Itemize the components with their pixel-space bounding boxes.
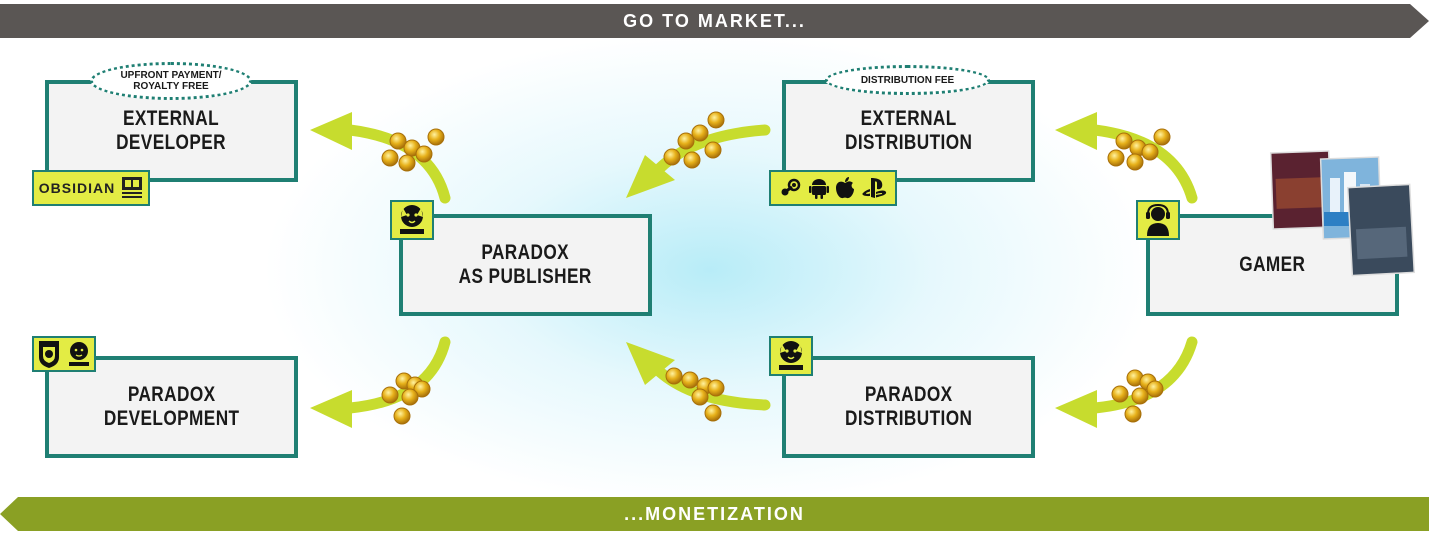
monetization-banner: ...MONETIZATION — [0, 497, 1429, 531]
paradox-development-label: PARADOX DEVELOPMENT — [103, 383, 240, 430]
arrow-gamer-to-paradox-distribution — [1055, 336, 1198, 428]
game-covers-collage — [1269, 150, 1416, 277]
distribution-fee-oval: DISTRIBUTION FEE — [825, 65, 990, 95]
monetization-label: ...MONETIZATION — [624, 503, 805, 524]
paradox-lion-badge-distribution — [769, 336, 813, 376]
gamer-label: GAMER — [1239, 253, 1306, 276]
gamer-badge — [1136, 200, 1180, 240]
paradox-lion-icon — [400, 205, 424, 234]
playstation-icon — [862, 178, 886, 198]
coins-bottom-center — [665, 367, 725, 422]
game-cover-pillars — [1269, 150, 1333, 230]
carbon-order-logo-icon — [122, 177, 143, 198]
external-distribution-label: EXTERNAL DISTRIBUTION — [844, 107, 973, 154]
upfront-payment-label: UPFRONT PAYMENT/ ROYALTY FREE — [120, 70, 222, 92]
coins-top-right — [1107, 128, 1171, 171]
coins-bottom-right — [1111, 369, 1164, 423]
paradox-lion-badge-publisher — [390, 200, 434, 240]
paradox-publisher-box: PARADOX AS PUBLISHER — [399, 214, 652, 316]
apple-icon — [836, 177, 855, 199]
paradox-lion-icon — [68, 342, 89, 366]
paradox-development-box: PARADOX DEVELOPMENT — [45, 356, 298, 458]
platform-icons-badge — [769, 170, 897, 206]
obsidian-logo: OBSIDIAN — [38, 180, 116, 196]
paradox-publisher-label: PARADOX AS PUBLISHER — [458, 241, 593, 288]
paradox-distribution-label: PARADOX DISTRIBUTION — [844, 383, 973, 430]
paradox-distribution-box: PARADOX DISTRIBUTION — [782, 356, 1035, 458]
coins-top-center — [663, 111, 725, 169]
headset-gamer-icon — [1146, 204, 1170, 236]
paradox-development-logos-badge — [32, 336, 96, 372]
go-to-market-banner: GO TO MARKET... — [0, 4, 1429, 38]
external-developer-label: EXTERNAL DEVELOPER — [116, 107, 227, 154]
distribution-fee-label: DISTRIBUTION FEE — [860, 74, 955, 86]
coins-bottom-left — [381, 372, 431, 425]
android-icon — [808, 179, 829, 199]
go-to-market-label: GO TO MARKET... — [623, 10, 806, 31]
game-cover-war — [1346, 183, 1416, 277]
obsidian-logo-badge: OBSIDIAN — [32, 170, 150, 206]
paradox-lion-icon — [779, 341, 803, 370]
external-distribution-box: EXTERNAL DISTRIBUTION — [782, 80, 1035, 182]
arrow-gamer-to-external-distribution — [1055, 112, 1198, 204]
coins-top-left — [381, 128, 445, 172]
shield-studio-logo-icon — [38, 341, 59, 368]
upfront-payment-oval: UPFRONT PAYMENT/ ROYALTY FREE — [90, 62, 252, 100]
steam-icon — [781, 178, 801, 196]
